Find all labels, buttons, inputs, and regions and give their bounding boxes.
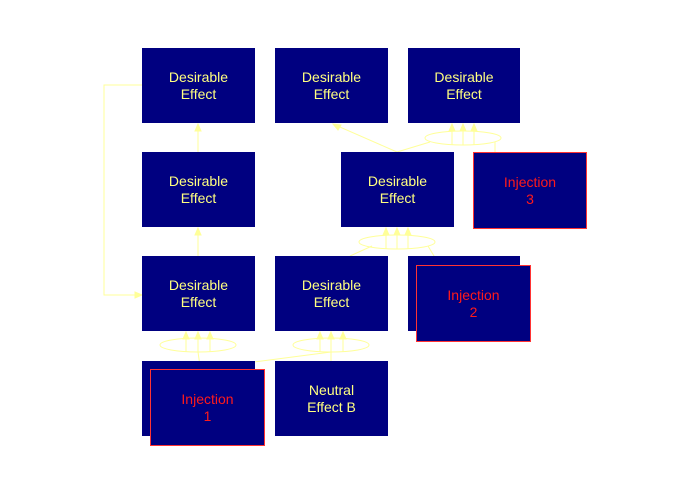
loop-connector bbox=[103, 84, 142, 296]
injection-2: Injection 2 bbox=[416, 265, 531, 342]
arrowhead bbox=[470, 122, 478, 132]
link-midcenter-to-topmid bbox=[332, 123, 398, 153]
arrowhead bbox=[194, 226, 202, 236]
neutral-effect-b: Neutral Effect B bbox=[275, 361, 388, 436]
arrowhead bbox=[182, 330, 190, 340]
arrowhead bbox=[404, 226, 412, 236]
arrowhead bbox=[327, 330, 335, 340]
arrowhead bbox=[194, 330, 202, 340]
arrowhead bbox=[316, 330, 324, 340]
injection-3: Injection 3 bbox=[473, 152, 587, 229]
desirable-effect-mid-center: Desirable Effect bbox=[341, 152, 454, 227]
arrowhead bbox=[339, 330, 347, 340]
desirable-effect-top-mid: Desirable Effect bbox=[275, 48, 388, 123]
desirable-effect-bot-left: Desirable Effect bbox=[142, 256, 255, 331]
arrowhead bbox=[194, 122, 202, 132]
arrowhead bbox=[393, 226, 401, 236]
desirable-effect-top-right: Desirable Effect bbox=[408, 48, 520, 123]
desirable-effect-mid-left: Desirable Effect bbox=[142, 152, 255, 227]
link-midcenter-to-junction bbox=[396, 141, 431, 153]
arrowhead bbox=[206, 330, 214, 340]
arrowhead bbox=[448, 122, 456, 132]
loop-arrowhead bbox=[134, 291, 144, 299]
arrowhead bbox=[459, 122, 467, 132]
arrowhead bbox=[382, 226, 390, 236]
arrowhead bbox=[331, 123, 342, 131]
desirable-effect-top-left: Desirable Effect bbox=[142, 48, 255, 123]
link-botmid-to-junction bbox=[349, 245, 373, 257]
injection-1: Injection 1 bbox=[150, 369, 265, 446]
desirable-effect-bot-mid: Desirable Effect bbox=[275, 256, 388, 331]
